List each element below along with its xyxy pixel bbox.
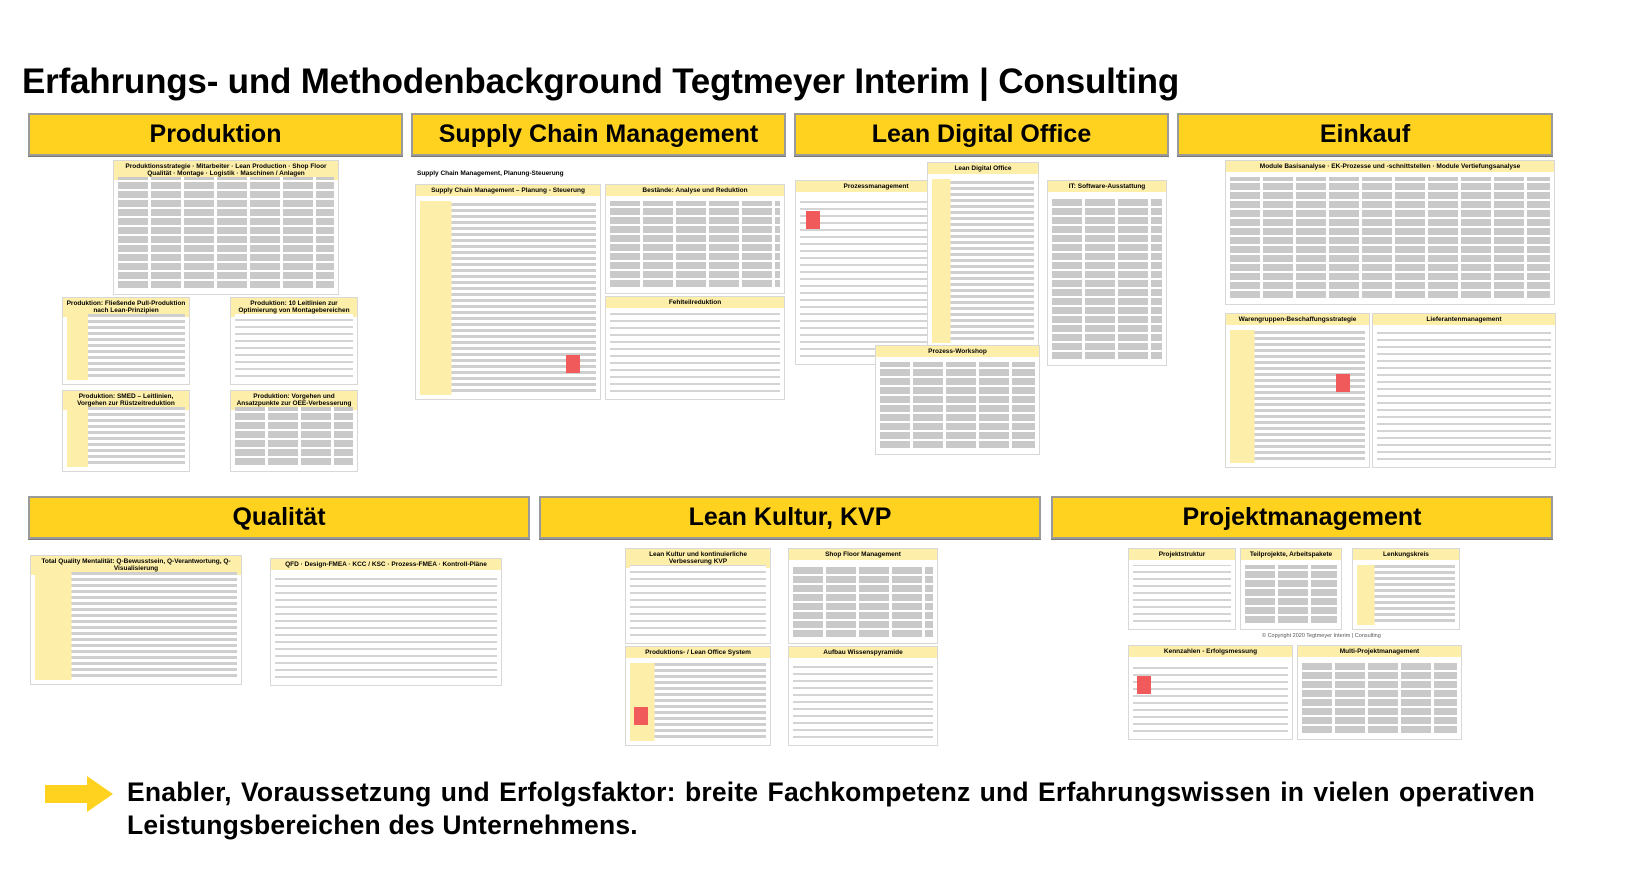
thumbnail-content	[630, 565, 766, 639]
thumbnail-title: Projektstruktur	[1129, 549, 1235, 561]
thumbnail-title: Teilprojekte, Arbeitspakete	[1241, 549, 1341, 561]
red-arrow-icon	[566, 355, 580, 373]
thumbnail-title: Produktions- / Lean Office System	[626, 647, 770, 659]
thumbnail-content	[1357, 565, 1455, 625]
thumbnail-title: Lean Digital Office	[928, 163, 1038, 175]
thumbnail-title: Total Quality Mentalität: Q-Bewusstsein,…	[31, 556, 241, 575]
arrow-right-icon	[45, 776, 113, 812]
footer-statement: Enabler, Voraussetzung und Erfolgsfaktor…	[127, 777, 1535, 840]
slide-thumbnail-pm-struktur: Projektstruktur	[1128, 548, 1236, 630]
slide-thumbnail-pm-kennzahlen: Kennzahlen - Erfolgsmessung	[1128, 645, 1293, 740]
slide-thumbnail-q-tqm: Total Quality Mentalität: Q-Bewusstsein,…	[30, 555, 242, 685]
thumbnail-title: Produktion: SMED – Leitlinien, Vorgehen …	[63, 391, 189, 410]
thumbnail-content	[793, 565, 933, 639]
slide-thumbnail-ek-lieferanten: Lieferantenmanagement	[1372, 313, 1556, 468]
slide-thumbnail-scm-main: Supply Chain Management – Planung - Steu…	[415, 184, 601, 400]
thumbnail-content	[275, 575, 497, 681]
thumbnail-content	[1302, 662, 1457, 735]
thumbnail-title: Warengruppen-Beschaffungsstrategie	[1226, 314, 1369, 326]
thumbnail-title: Lean Kultur und kontinuierliche Verbesse…	[626, 549, 770, 568]
thumbnail-content	[880, 362, 1035, 450]
section-header-produktion: Produktion	[28, 113, 403, 156]
red-arrow-icon	[1137, 676, 1151, 694]
thumbnail-content	[235, 407, 353, 467]
thumbnail-content	[630, 663, 766, 741]
slide-thumbnail-ldo-it: IT: Software-Ausstattung	[1047, 180, 1167, 366]
slide-thumbnail-kvp-system: Produktions- / Lean Office System	[625, 646, 771, 746]
slide-thumbnail-kvp-wissen: Aufbau Wissenspyramide	[788, 646, 938, 746]
section-header-scm: Supply Chain Management	[411, 113, 786, 156]
thumbnail-content	[1052, 197, 1162, 361]
thumbnail-content	[610, 201, 780, 289]
slide-thumbnail-prod-smed: Produktion: SMED – Leitlinien, Vorgehen …	[62, 390, 190, 472]
section-header-einkauf: Einkauf	[1177, 113, 1553, 156]
slide-thumbnail-ldo-workshop: Prozess-Workshop	[875, 345, 1040, 455]
thumbnail-title: Supply Chain Management – Planung - Steu…	[416, 185, 600, 197]
thumbnail-title: Produktion: 10 Leitlinien zur Optimierun…	[231, 298, 357, 317]
thumbnail-title: Lenkungskreis	[1353, 549, 1459, 561]
thumbnail-title: Prozess-Workshop	[876, 346, 1039, 358]
slide-thumbnail-ek-warengruppen: Warengruppen-Beschaffungsstrategie	[1225, 313, 1370, 468]
slide-thumbnail-ldo-main: Lean Digital Office	[927, 162, 1039, 348]
thumbnail-title: Bestände: Analyse und Reduktion	[606, 185, 784, 197]
thumbnail-title: Kennzahlen - Erfolgsmessung	[1129, 646, 1292, 658]
thumbnail-content	[67, 314, 185, 380]
slide-thumbnail-scm-fehlteile: Fehlteilreduktion	[605, 296, 785, 400]
thumbnail-title: Aufbau Wissenspyramide	[789, 647, 937, 659]
thumbnail-content	[1230, 177, 1550, 300]
slide-thumbnail-scm-bestaende: Bestände: Analyse und Reduktion	[605, 184, 785, 294]
slide-thumbnail-scm-title: Supply Chain Management, Planung-Steueru…	[415, 168, 787, 182]
thumbnail-content	[67, 407, 185, 467]
thumbnail-title: Prozessmanagement	[796, 181, 956, 193]
thumbnail-title: Multi-Projektmanagement	[1298, 646, 1461, 658]
thumbnail-title: Module Basisanalyse · EK-Prozesse und -s…	[1226, 161, 1554, 173]
slide-thumbnail-kvp-kultur: Lean Kultur und kontinuierliche Verbesse…	[625, 548, 771, 644]
red-arrow-icon	[1336, 374, 1350, 392]
slide-thumbnail-pm-teil: Teilprojekte, Arbeitspakete	[1240, 548, 1342, 630]
slide-thumbnail-prod-main: Produktionsstrategie · Mitarbeiter · Lea…	[113, 160, 339, 295]
thumbnail-content	[932, 179, 1034, 343]
thumbnail-content	[1133, 565, 1231, 625]
slide-thumbnail-pm-multi: Multi-Projektmanagement	[1297, 645, 1462, 740]
slide-thumbnail-prod-montage: Produktion: 10 Leitlinien zur Optimierun…	[230, 297, 358, 385]
section-header-projektmanagement: Projektmanagement	[1051, 496, 1553, 539]
section-header-lean-digital-office: Lean Digital Office	[794, 113, 1169, 156]
page-title: Erfahrungs- und Methodenbackground Tegtm…	[22, 62, 1180, 101]
slide-thumbnail-prod-pull: Produktion: Fließende Pull-Produktion na…	[62, 297, 190, 385]
slide-thumbnail-pm-lenkung: Lenkungskreis	[1352, 548, 1460, 630]
thumbnail-content	[1377, 330, 1551, 463]
thumbnail-title: Supply Chain Management, Planung-Steueru…	[417, 170, 564, 177]
thumbnail-content	[1133, 662, 1288, 735]
red-arrow-icon	[806, 211, 820, 229]
thumbnail-content	[1230, 330, 1365, 463]
thumbnail-title: Produktion: Fließende Pull-Produktion na…	[63, 298, 189, 317]
thumbnail-title: Fehlteilreduktion	[606, 297, 784, 309]
thumbnail-title: Produktion: Vorgehen und Ansatzpunkte zu…	[231, 391, 357, 410]
copyright-note: © Copyright 2020 Tegtmeyer Interim | Con…	[1262, 633, 1381, 639]
slide-thumbnail-ek-module: Module Basisanalyse · EK-Prozesse und -s…	[1225, 160, 1555, 305]
slide-thumbnail-q-fmea: QFD · Design-FMEA · KCC / KSC · Prozess-…	[270, 558, 502, 686]
slide-thumbnail-kvp-sfm: Shop Floor Management	[788, 548, 938, 644]
thumbnail-title: Lieferantenmanagement	[1373, 314, 1555, 326]
thumbnail-content	[235, 314, 353, 380]
thumbnail-title: IT: Software-Ausstattung	[1048, 181, 1166, 193]
slide-thumbnail-prod-oee: Produktion: Vorgehen und Ansatzpunkte zu…	[230, 390, 358, 472]
thumbnail-content	[1245, 565, 1337, 625]
thumbnail-title: QFD · Design-FMEA · KCC / KSC · Prozess-…	[271, 559, 501, 571]
thumbnail-content	[118, 177, 334, 290]
thumbnail-content	[610, 313, 780, 395]
thumbnail-title: Produktionsstrategie · Mitarbeiter · Lea…	[114, 161, 338, 180]
thumbnail-content	[35, 572, 237, 680]
section-header-qualitaet: Qualität	[28, 496, 530, 539]
thumbnail-title: Shop Floor Management	[789, 549, 937, 561]
thumbnail-content	[800, 197, 952, 360]
section-header-lean-kultur-kvp: Lean Kultur, KVP	[539, 496, 1041, 539]
thumbnail-content	[793, 663, 933, 741]
red-arrow-icon	[634, 707, 648, 725]
